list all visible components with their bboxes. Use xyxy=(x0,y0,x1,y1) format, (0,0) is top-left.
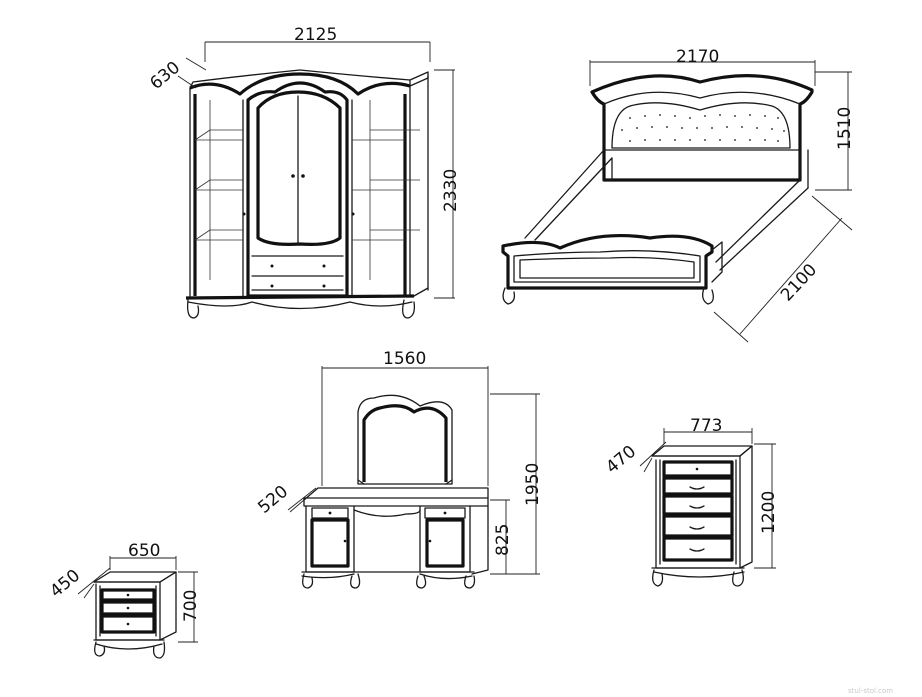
chest-width-label: 773 xyxy=(690,416,722,436)
wardrobe-depth-label: 630 xyxy=(146,58,184,94)
bed xyxy=(501,60,853,343)
dressing-table-total-height-label: 1950 xyxy=(523,463,543,506)
headboard-tufting xyxy=(621,114,785,142)
bed-width-label: 2170 xyxy=(676,47,719,67)
wardrobe xyxy=(177,41,455,319)
chest-of-drawers xyxy=(639,428,776,587)
bed-length-label: 2100 xyxy=(777,260,821,305)
wardrobe-width-label: 2125 xyxy=(294,25,337,45)
nightstand-width-label: 650 xyxy=(128,541,160,561)
nightstand-depth-label: 450 xyxy=(46,566,84,602)
bed-height-label: 1510 xyxy=(835,107,855,150)
dressing-table xyxy=(287,366,540,589)
nightstand-height-label: 700 xyxy=(181,590,201,622)
watermark: stul-stol.com xyxy=(848,687,893,695)
wardrobe-height-label: 2330 xyxy=(441,169,461,212)
dressing-table-depth-label: 520 xyxy=(254,482,292,518)
dressing-table-table-height-label: 825 xyxy=(493,524,513,556)
nightstand xyxy=(77,556,198,659)
dressing-table-width-label: 1560 xyxy=(383,349,426,369)
chest-height-label: 1200 xyxy=(759,491,779,534)
chest-depth-label: 470 xyxy=(602,442,640,478)
